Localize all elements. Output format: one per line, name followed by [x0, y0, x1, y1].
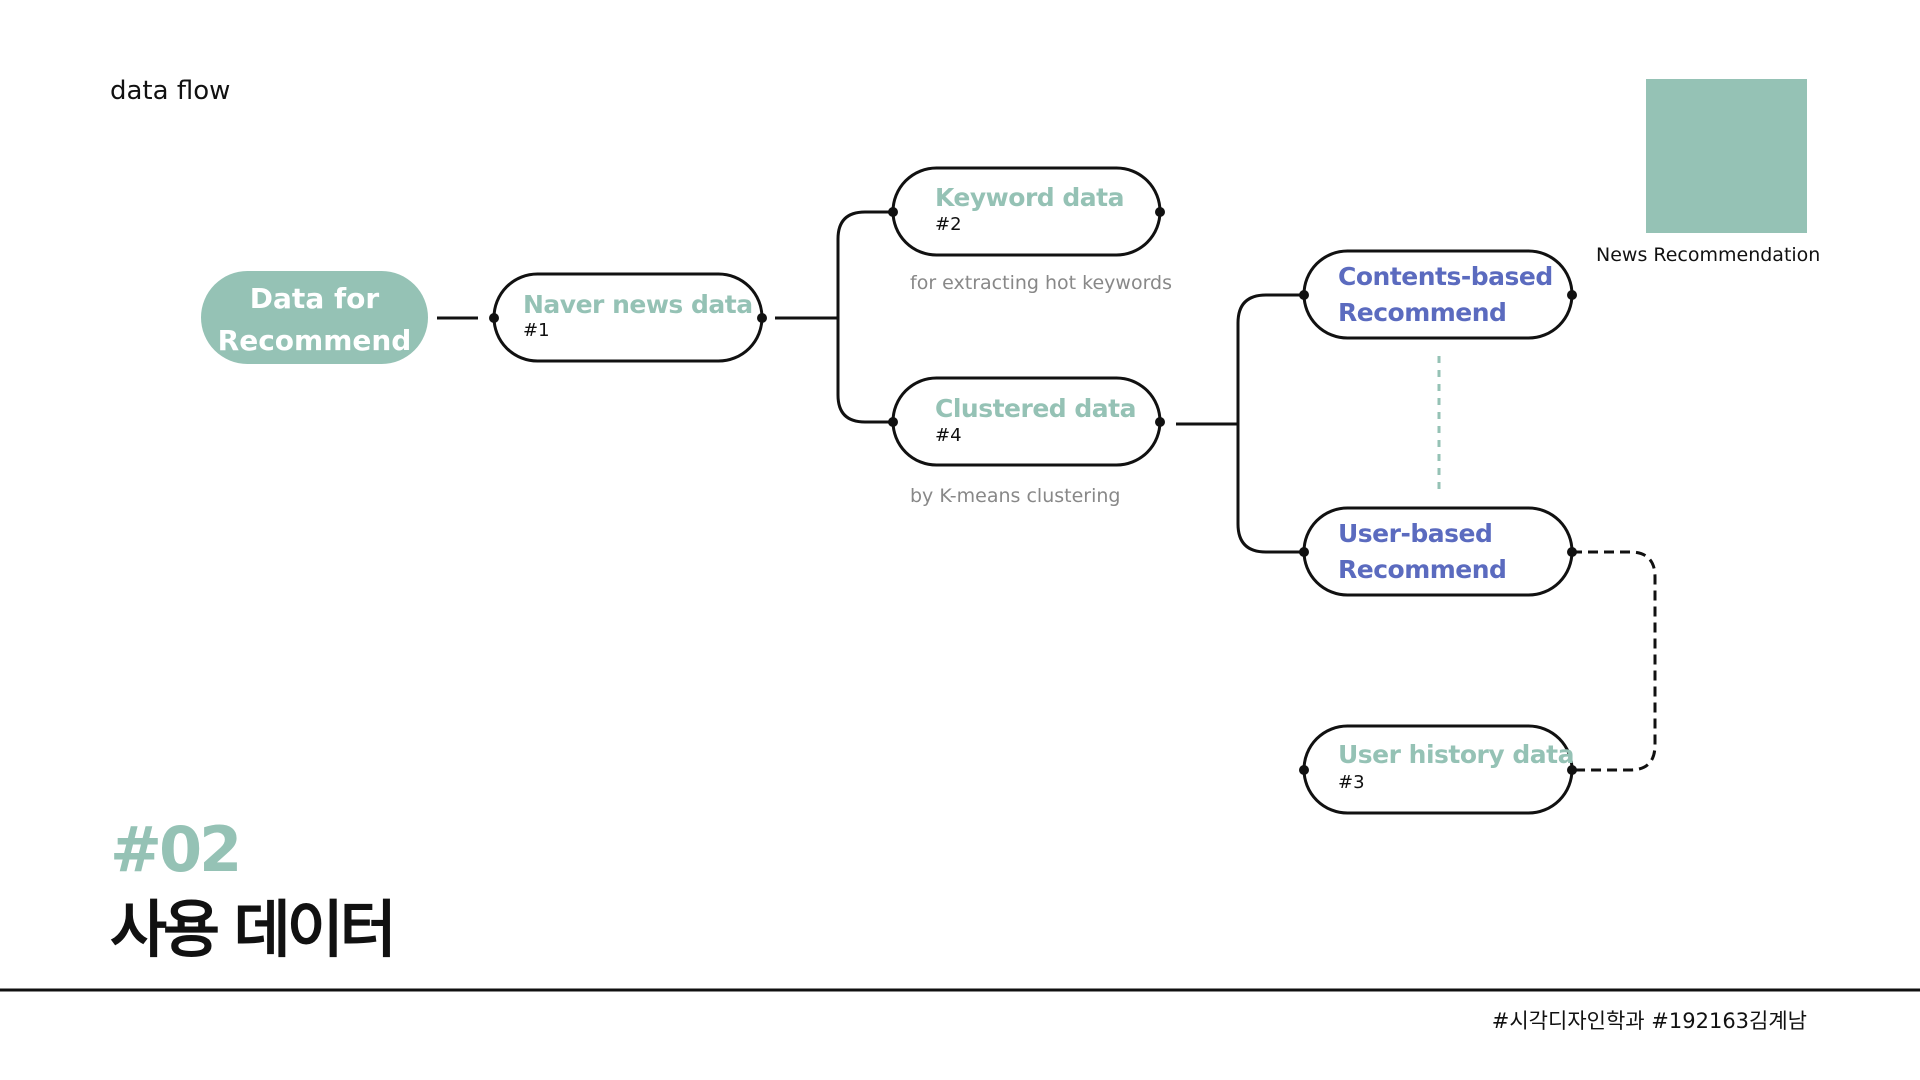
port-dot — [1155, 417, 1165, 427]
connector-branch-clustered — [836, 318, 893, 424]
contents-node-line2: Recommend — [1338, 298, 1507, 327]
port-dot — [1567, 290, 1577, 300]
root-node-shape — [201, 271, 428, 364]
legend-swatch — [1646, 79, 1807, 233]
port-dot — [1567, 765, 1577, 775]
legend-label: News Recommendation — [1596, 244, 1821, 266]
port-dot — [1299, 547, 1309, 557]
port-dots — [489, 207, 1577, 775]
naver-node-tag: #1 — [523, 320, 550, 341]
footer-credit: #시각디자인학과 #192163김계남 — [1491, 1009, 1807, 1033]
clustered-node-title: Clustered data — [935, 394, 1136, 423]
keyword-node-title: Keyword data — [935, 183, 1124, 212]
port-dot — [757, 313, 767, 323]
port-dot — [1299, 290, 1309, 300]
section-title: 사용 데이터 — [110, 893, 397, 966]
connector-branch-contents — [1236, 293, 1304, 424]
user-node-line2: Recommend — [1338, 555, 1507, 584]
port-dot — [1299, 765, 1309, 775]
contents-node: Contents-based Recommend — [1338, 259, 1553, 331]
history-node-tag: #3 — [1338, 772, 1365, 793]
user-node-line1: User-based — [1338, 519, 1493, 548]
connector-branch-user — [1236, 424, 1304, 554]
port-dot — [1155, 207, 1165, 217]
root-node: Data for Recommend — [201, 278, 428, 362]
port-dot — [1567, 547, 1577, 557]
keyword-node-caption: for extracting hot keywords — [910, 272, 1173, 294]
connector-history-user-dashed — [1572, 550, 1657, 772]
port-dot — [888, 207, 898, 217]
naver-node-title: Naver news data — [523, 290, 753, 319]
root-node-line2: Recommend — [217, 324, 412, 357]
user-node: User-based Recommend — [1338, 516, 1507, 588]
history-node-title: User history data — [1338, 740, 1574, 769]
connector-branch-keyword — [836, 210, 893, 318]
contents-node-line1: Contents-based — [1338, 262, 1553, 291]
port-dot — [888, 417, 898, 427]
port-dot — [489, 313, 499, 323]
clustered-node-caption: by K-means clustering — [910, 485, 1121, 507]
section-number: #02 — [110, 813, 242, 886]
clustered-node-tag: #4 — [935, 425, 962, 446]
root-node-line1: Data for — [249, 282, 380, 315]
header-title: data flow — [110, 76, 231, 106]
keyword-node-tag: #2 — [935, 214, 962, 235]
